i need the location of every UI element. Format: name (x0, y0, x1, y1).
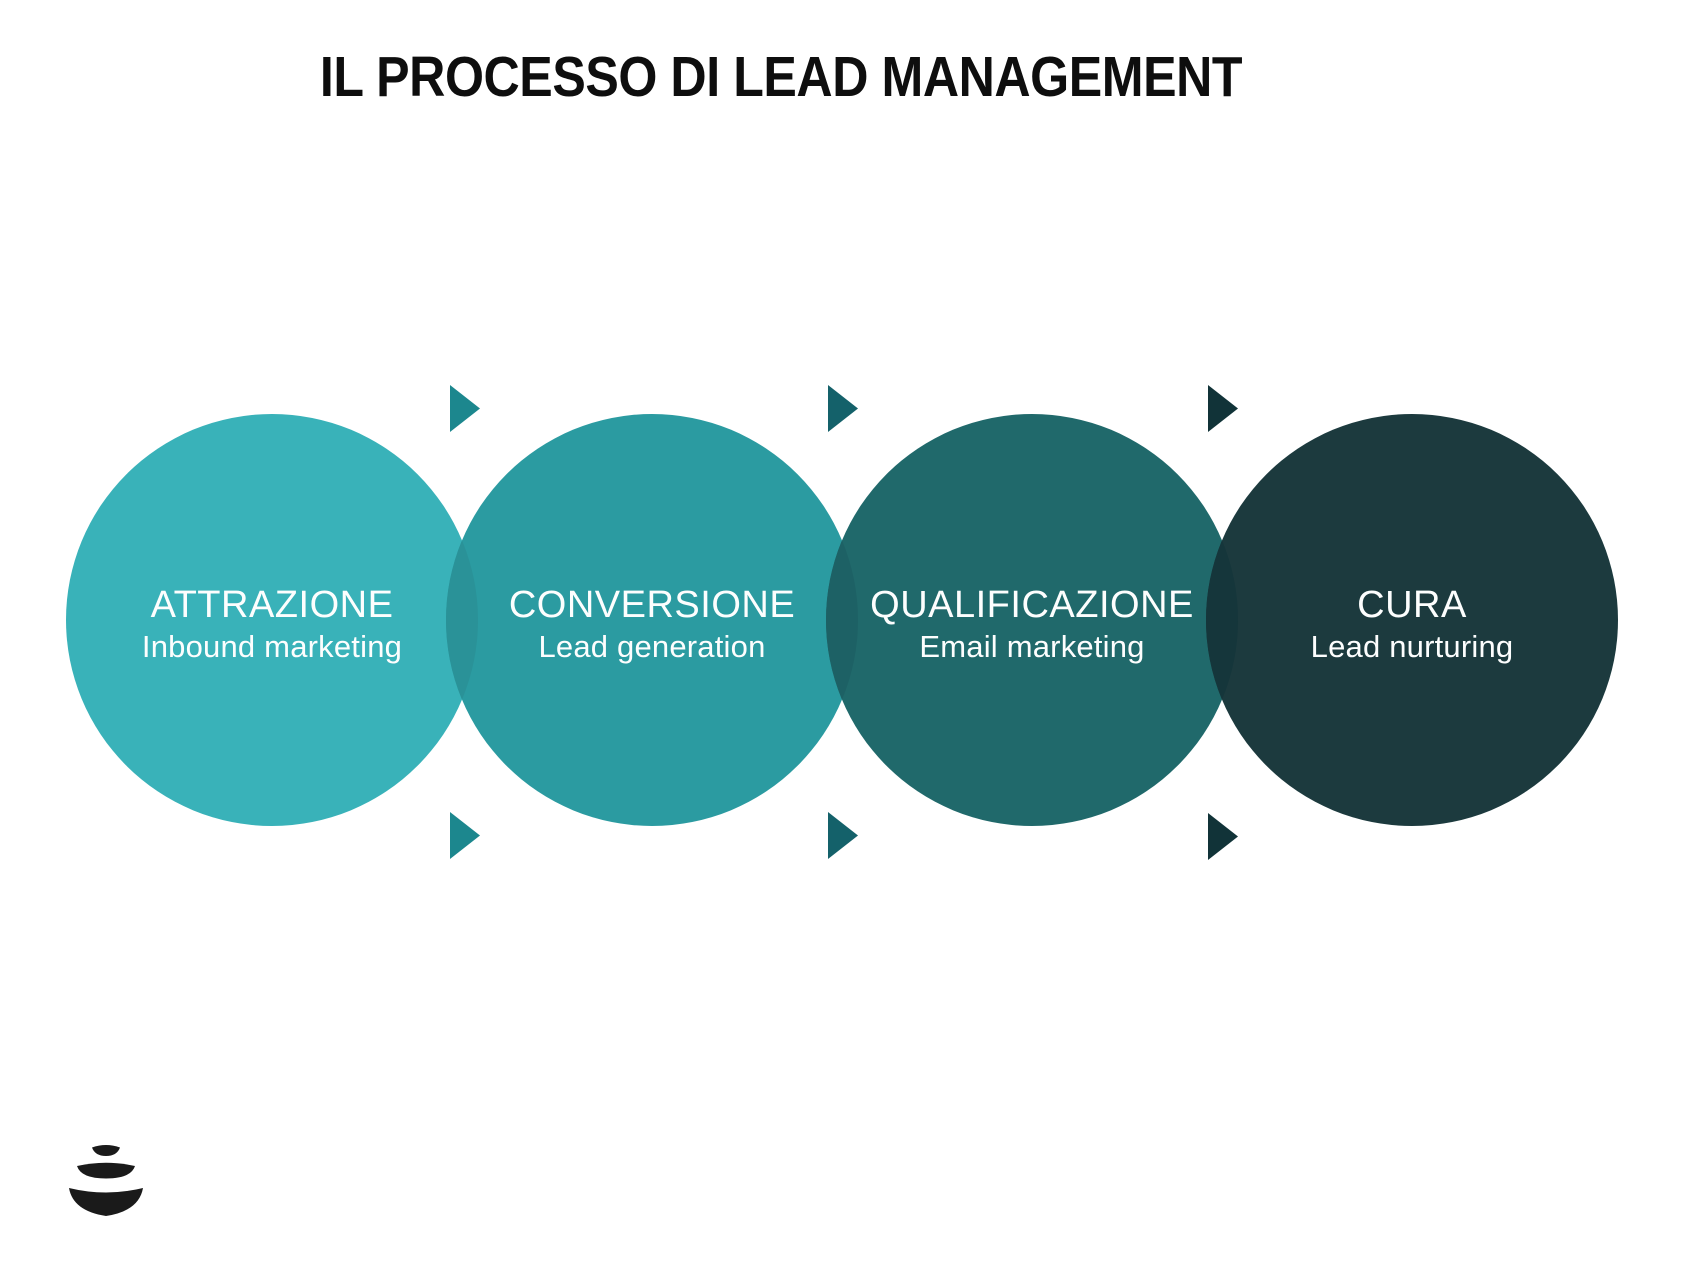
logo-pebble-middle (77, 1162, 135, 1179)
arrow-right-icon (450, 812, 480, 859)
arrow-right-icon (828, 385, 858, 432)
stage-label-attrazione: ATTRAZIONE Inbound marketing (142, 582, 402, 666)
stage-circle-cura (1206, 414, 1618, 826)
stage-circle-conversione (446, 414, 858, 826)
stage-title: QUALIFICAZIONE (870, 584, 1194, 626)
stacked-pebbles-logo-icon (69, 1145, 143, 1216)
stage-title: CONVERSIONE (508, 584, 796, 626)
stage-title: ATTRAZIONE (150, 584, 394, 626)
stage-label-cura: CURA Lead nurturing (1311, 582, 1514, 666)
stage-label-qualificazione: QUALIFICAZIONE Email marketing (870, 582, 1194, 666)
arrow-right-icon (1208, 385, 1238, 432)
logo-pebble-top (92, 1145, 120, 1156)
stage-subtitle: Email marketing (919, 629, 1145, 664)
stage-subtitle: Lead nurturing (1310, 629, 1514, 664)
stage-label-conversione: CONVERSIONE Lead generation (509, 582, 795, 666)
arrow-right-icon (828, 812, 858, 859)
arrow-right-icon (1208, 813, 1238, 860)
stage-circle-attrazione (66, 414, 478, 826)
arrow-right-icon (450, 385, 480, 432)
stage-circle-qualificazione (826, 414, 1238, 826)
logo-pebble-bottom (69, 1188, 143, 1216)
stage-subtitle: Lead generation (538, 629, 766, 664)
page-title: IL PROCESSO DI LEAD MANAGEMENT (319, 45, 1243, 109)
stage-title: CURA (1357, 584, 1467, 626)
stage-subtitle: Inbound marketing (141, 629, 403, 664)
